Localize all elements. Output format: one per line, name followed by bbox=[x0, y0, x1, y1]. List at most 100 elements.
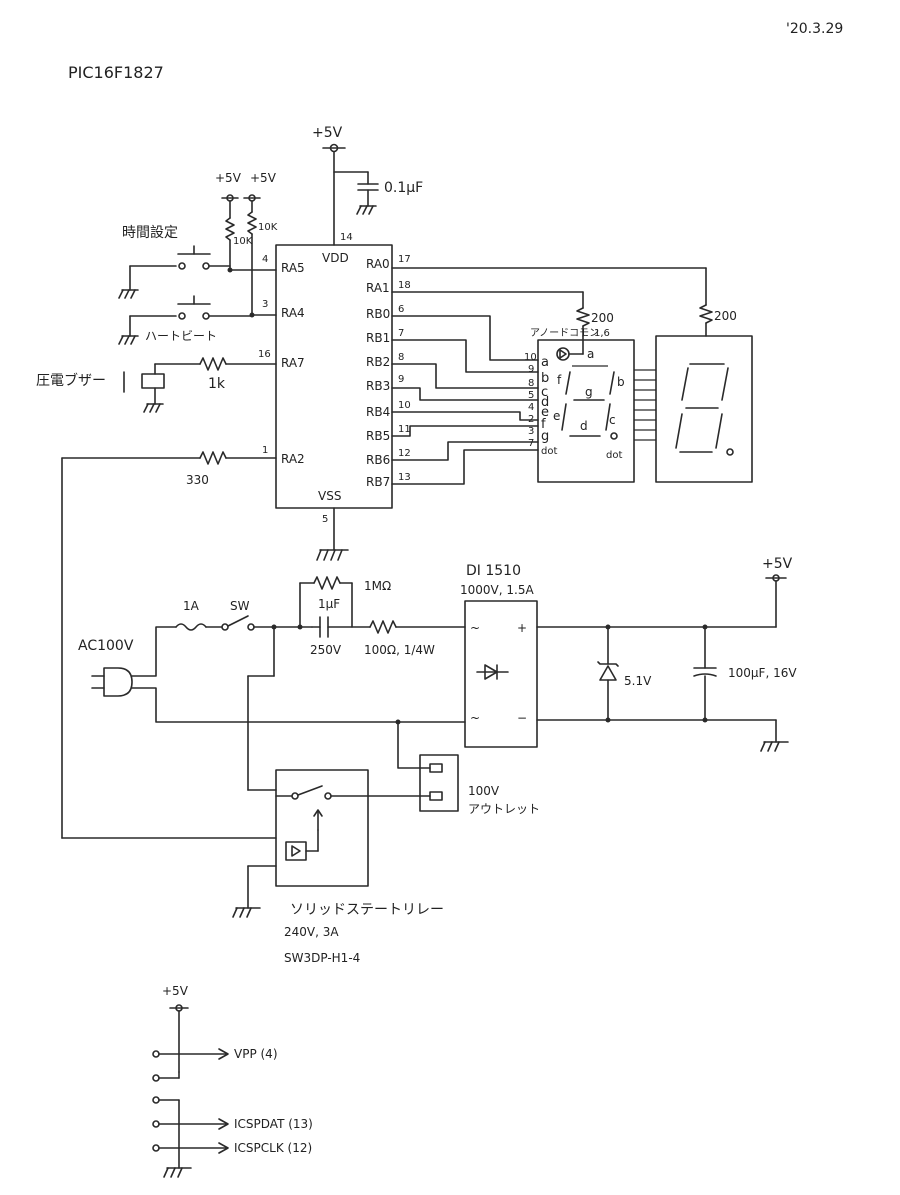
anode-pins-label: 1,6 bbox=[594, 328, 610, 339]
zener-label: 5.1V bbox=[624, 674, 652, 688]
r10k-b-label: 10K bbox=[258, 222, 278, 233]
p5v-top-label: +5V bbox=[312, 125, 343, 141]
r330-label: 330 bbox=[186, 473, 209, 487]
ssr-line2: 240V, 3A bbox=[284, 925, 339, 939]
pin-ra5: RA5 bbox=[281, 261, 305, 275]
chip-title: PIC16F1827 bbox=[68, 63, 164, 82]
leg-letter-g: g bbox=[541, 429, 549, 444]
leg-pin-1: 9 bbox=[528, 364, 534, 375]
leg-letter-d: d bbox=[541, 395, 549, 410]
bridge-label: DI 1510 bbox=[466, 563, 521, 579]
buzzer: 圧電ブザー 1k bbox=[36, 357, 277, 413]
digit-d: d bbox=[580, 419, 588, 433]
digit-c: c bbox=[609, 413, 616, 427]
r200-b-label: 200 bbox=[714, 309, 737, 323]
leg-letter-c: c bbox=[541, 385, 548, 400]
mcu-pin-vss: 5 bbox=[322, 514, 328, 525]
segment-legend: 10 9 8 5 4 2 3 7 a b c d e f g dot a b c… bbox=[524, 335, 635, 483]
leg-pin-2: 8 bbox=[528, 378, 534, 389]
pin-rb5: RB5 bbox=[366, 429, 390, 443]
pin-rb0-num: 6 bbox=[398, 304, 404, 315]
leg-pin-4: 4 bbox=[528, 402, 534, 413]
bridge-rating-label: 1000V, 1.5A bbox=[460, 583, 534, 597]
leg-pin-5: 2 bbox=[528, 414, 534, 425]
pin-rb0: RB0 bbox=[366, 307, 390, 321]
leg-letter-e: e bbox=[541, 405, 549, 420]
pin-ra7-num: 16 bbox=[258, 349, 271, 360]
pin-ra0: RA0 bbox=[366, 257, 390, 271]
bridge-plus: + bbox=[517, 621, 527, 635]
r1k-label: 1k bbox=[208, 376, 226, 392]
cap1u-label: 1μF bbox=[318, 597, 340, 611]
display-wires: 200 200 アノードコモン 1,6 bbox=[391, 267, 737, 485]
pin-rb6-num: 12 bbox=[398, 448, 411, 459]
mcu-vdd-label: VDD bbox=[322, 251, 349, 265]
pin-rb7-num: 13 bbox=[398, 472, 411, 483]
cap-bypass-label: 0.1μF bbox=[384, 180, 423, 196]
bridge-rectifier: DI 1510 1000V, 1.5A ~ ~ + − bbox=[460, 563, 777, 748]
pullups: +5V +5V 10K 10K 時間設定 bbox=[118, 171, 278, 345]
leg-letter-dot: dot bbox=[541, 446, 557, 457]
digit-dot: dot bbox=[606, 450, 622, 461]
pin-rb4: RB4 bbox=[366, 405, 390, 419]
ac-section: AC100V 1A SW 1MΩ 1μF 250V 100Ω bbox=[78, 576, 466, 791]
pin-ra5-num: 4 bbox=[262, 254, 268, 265]
pin-ra1-num: 18 bbox=[398, 280, 411, 291]
bus-lines bbox=[634, 369, 656, 441]
ra2-line: 330 bbox=[61, 451, 277, 839]
fuse-label: 1A bbox=[183, 599, 200, 613]
leg-pin-6: 3 bbox=[528, 426, 534, 437]
pin-rb5-num: 11 bbox=[398, 424, 411, 435]
ssr: ソリッドステートリレー 240V, 3A SW3DP-H1-4 bbox=[232, 769, 444, 965]
ac-label: AC100V bbox=[78, 638, 134, 654]
pin-ra1: RA1 bbox=[366, 281, 390, 295]
icsp-vpp: VPP (4) bbox=[234, 1047, 278, 1061]
pin-ra7: RA7 bbox=[281, 356, 305, 370]
btn-time-label: 時間設定 bbox=[122, 225, 178, 241]
buzzer-label: 圧電ブザー bbox=[36, 372, 106, 389]
p5v-icsp-label: +5V bbox=[162, 984, 189, 998]
pin-rb2-num: 8 bbox=[398, 352, 404, 363]
cap1u-v-label: 250V bbox=[310, 643, 342, 657]
dc-output: 5.1V 100μF, 16V +5V bbox=[597, 556, 797, 752]
r1m-label: 1MΩ bbox=[364, 579, 391, 593]
pin-rb2: RB2 bbox=[366, 355, 390, 369]
pin-rb3-num: 9 bbox=[398, 374, 404, 385]
icsp-dat: ICSPDAT (13) bbox=[234, 1117, 313, 1131]
pin-ra0-num: 17 bbox=[398, 254, 411, 265]
r10k-a-label: 10K bbox=[233, 236, 253, 247]
outlet-line1: 100V bbox=[468, 784, 500, 798]
pin-rb1: RB1 bbox=[366, 331, 390, 345]
pin-ra2: RA2 bbox=[281, 452, 305, 466]
mcu-pin-vdd: 14 bbox=[340, 232, 353, 243]
sw-label: SW bbox=[230, 599, 250, 613]
pin-rb6: RB6 bbox=[366, 453, 390, 467]
outlet-line2: アウトレット bbox=[468, 802, 540, 816]
digit-f: f bbox=[557, 373, 562, 387]
btn-heartbeat-label: ハートビート bbox=[145, 329, 217, 343]
r100-label: 100Ω, 1/4W bbox=[364, 643, 435, 657]
leg-letter-f: f bbox=[541, 417, 546, 432]
bridge-minus: − bbox=[517, 711, 527, 725]
leg-pin-0: 10 bbox=[524, 352, 537, 363]
digit-b: b bbox=[617, 375, 625, 389]
vdd-supply: +5V 0.1μF bbox=[312, 125, 423, 246]
mcu-vss-label: VSS bbox=[318, 489, 341, 503]
leg-pin-3: 5 bbox=[528, 390, 534, 401]
pin-ra4: RA4 bbox=[281, 306, 305, 320]
digit-e: e bbox=[553, 409, 560, 423]
ssr-line3: SW3DP-H1-4 bbox=[284, 951, 360, 965]
bridge-ac2: ~ bbox=[470, 711, 480, 725]
bridge-ac1: ~ bbox=[470, 621, 480, 635]
leg-letter-a: a bbox=[541, 355, 549, 370]
leg-letter-b: b bbox=[541, 371, 549, 386]
pin-rb4-num: 10 bbox=[398, 400, 411, 411]
ssr-line1: ソリッドステートリレー bbox=[290, 902, 444, 918]
icsp-header: +5V VPP (4) ICSPDAT (13) ICSPCLK (12) bbox=[152, 984, 313, 1178]
icsp-clk: ICSPCLK (12) bbox=[234, 1141, 312, 1155]
outlet: 100V アウトレット bbox=[367, 719, 540, 816]
r200-a-label: 200 bbox=[591, 311, 614, 325]
p5v-a-label: +5V bbox=[215, 171, 242, 185]
